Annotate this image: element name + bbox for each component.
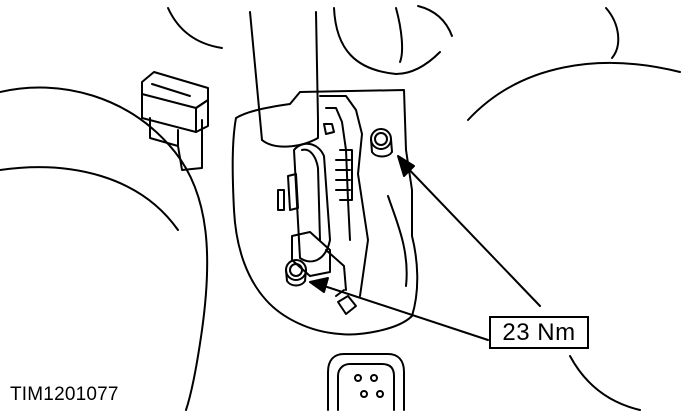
electrical-connector (141, 71, 209, 171)
mounting-recess-outline (231, 89, 419, 336)
lower-right-arc (569, 355, 641, 411)
figure-id-label: TIM1201077 (10, 384, 119, 405)
left-shroud-outline (0, 86, 209, 411)
steering-column-tube (249, 11, 319, 148)
arrow-pointer-icon (397, 155, 415, 177)
arrow-pointer-icon-lower (309, 277, 329, 293)
left-shroud-inner-line (0, 166, 179, 231)
leader-line-upper (399, 159, 541, 307)
torque-value-label: 23 Nm (502, 318, 576, 346)
bolt-icon-lower (285, 259, 307, 287)
upper-shroud-curve-3 (417, 5, 453, 37)
upper-shroud-curve (333, 7, 441, 75)
upper-shroud-curve-2 (395, 7, 404, 63)
right-shroud-outline (467, 61, 681, 121)
leader-line-lower (311, 281, 489, 341)
right-panel-curve (387, 195, 408, 287)
right-shroud-outline-2 (605, 7, 620, 59)
bolt-icon (370, 128, 393, 158)
upper-trim-line (167, 7, 223, 49)
bottom-connector (327, 353, 405, 411)
torque-callout: 23 Nm (489, 316, 589, 349)
release-symbol (335, 289, 357, 315)
